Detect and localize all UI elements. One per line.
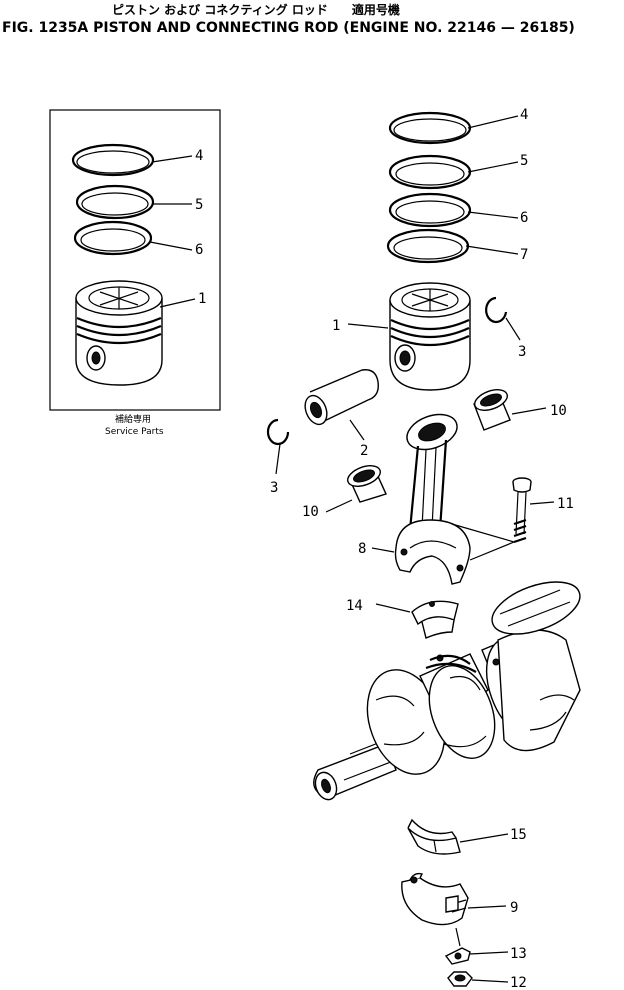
ring-6 [388, 192, 472, 228]
callout-ring-5: 5 [520, 153, 528, 169]
ring-4 [388, 111, 472, 145]
service-caption-ja: 補給専用 [115, 413, 151, 425]
callout-snap-ring-left: 3 [270, 480, 278, 496]
lock-washer [444, 927, 471, 965]
bushing-right [473, 389, 511, 431]
rod-cap [401, 872, 469, 926]
callout-rod-cap: 9 [510, 900, 518, 916]
callout-ring-6: 6 [520, 210, 528, 226]
callout-ring-4: 4 [520, 107, 528, 123]
callout-service-ring-5: 5 [195, 197, 203, 213]
piston-pin [304, 369, 379, 426]
rod-bolt [512, 477, 532, 544]
ring-7 [386, 228, 470, 264]
service-ring-5 [75, 184, 155, 220]
crankshaft [313, 581, 581, 801]
callout-rod-bolt: 11 [557, 496, 574, 512]
callout-service-ring-4: 4 [195, 148, 203, 164]
ring-5 [388, 154, 472, 190]
callout-connecting-rod: 8 [358, 541, 366, 557]
japanese-title: ピストン および コネクティング ロッド 適用号機 [112, 2, 400, 17]
service-ring-4 [71, 143, 155, 177]
callout-piston-pin: 2 [360, 443, 368, 459]
snap-ring-right [485, 296, 508, 324]
nut [447, 971, 473, 987]
callout-service-piston: 1 [198, 291, 206, 307]
bearing-lower [407, 818, 461, 855]
piston [389, 282, 471, 391]
callout-bearing-lower: 15 [510, 827, 527, 843]
service-piston [75, 280, 163, 386]
bearing-upper [411, 600, 459, 639]
callout-ring-7: 7 [520, 247, 528, 263]
service-ring-6 [73, 220, 153, 256]
bushing-left [347, 465, 387, 503]
callout-bushing-left: 10 [302, 504, 319, 520]
callout-piston: 1 [332, 318, 340, 334]
snap-ring-left [266, 418, 290, 446]
callout-lock-washer: 13 [510, 946, 527, 962]
callout-snap-ring-right: 3 [518, 344, 526, 360]
figure-title: FIG. 1235A PISTON AND CONNECTING ROD (EN… [2, 20, 575, 36]
callout-service-ring-6: 6 [195, 242, 203, 258]
service-parts-box: 4 5 6 1 [49, 109, 221, 411]
connecting-rod [394, 413, 471, 585]
callout-nut: 12 [510, 975, 527, 990]
callout-bearing-upper: 14 [346, 598, 363, 614]
service-caption-en: Service Parts [105, 427, 164, 437]
callout-bushing-right: 10 [550, 403, 567, 419]
